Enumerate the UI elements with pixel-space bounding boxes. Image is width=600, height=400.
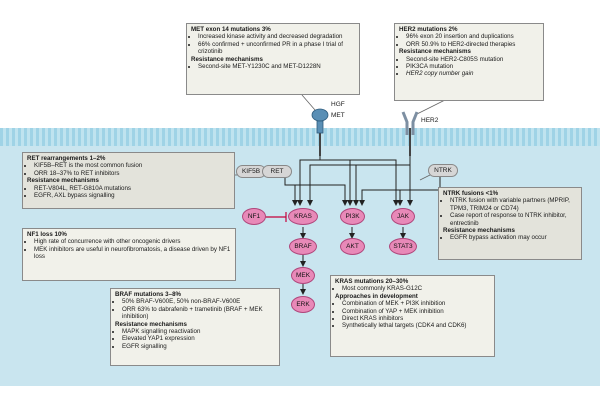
kras-dev-title: Approaches in development	[335, 292, 418, 300]
kras-item: Most commonly KRAS-G12C	[342, 285, 490, 292]
met-resist-item: Second-site MET-Y1230C and MET-D1228N	[198, 63, 355, 70]
nf1-item: MEK inhibitors are useful in neurofibrom…	[34, 246, 231, 261]
ntrk-info-box: NTRK fusions <1% NTRK fusion with variab…	[438, 187, 582, 260]
her2-item: ORR 50.9% to HER2-directed therapies	[406, 41, 539, 48]
met-title: MET exon 14 mutations 3%	[191, 26, 271, 33]
braf-info-box: BRAF mutations 3–8% 50% BRAF-V600E, 50% …	[110, 288, 280, 366]
braf-resist-item: EGFR signalling	[122, 343, 275, 350]
met-label: MET	[331, 112, 345, 119]
ret-item: KIF5B–RET is the most common fusion	[34, 162, 230, 169]
met-to-jak	[320, 159, 399, 206]
her2-resist-item: HER2 copy number gain	[406, 70, 539, 77]
kras-dev-item: Direct KRAS inhibitors	[342, 315, 490, 322]
met-receptor-icon	[311, 108, 329, 134]
kras-dev-item: Synthetically lethal targets (CDK4 and C…	[342, 322, 490, 329]
her2-resist-title: Resistance mechanisms	[399, 48, 471, 56]
braf-item: ORR 63% to dabrafenib + trametinib (BRAF…	[122, 306, 275, 321]
ntrk-resist-item: EGFR bypass activation may occur	[450, 234, 577, 241]
pi3k-node: PI3K	[340, 208, 365, 225]
her2-resist-item: PIK3CA mutation	[406, 63, 539, 70]
ntrk-node: NTRK	[428, 164, 458, 177]
ntrk-callout-line	[419, 174, 431, 181]
her2-to-pi3k	[353, 164, 410, 206]
braf-resist-item: Elevated YAP1 expression	[122, 335, 275, 342]
met-info-box: MET exon 14 mutations 3% Increased kinas…	[186, 23, 360, 95]
kras-dev-item: Combination of YAP + MEK inhibition	[342, 308, 490, 315]
ntrk-to-pi3k	[359, 189, 440, 206]
braf-node: BRAF	[289, 238, 317, 255]
ret-node: RET	[262, 165, 292, 178]
kras-info-box: KRAS mutations 20–30% Most commonly KRAS…	[330, 275, 495, 357]
ret-resist-item: EGFR, AXL bypass signalling	[34, 192, 230, 199]
ntrk-title: NTRK fusions <1%	[443, 190, 499, 197]
ret-title: RET rearrangements 1–2%	[27, 155, 106, 162]
her2-title: HER2 mutations 2%	[399, 26, 458, 33]
nf1-info-box: NF1 loss 10% High rate of concurrence wi…	[22, 228, 236, 281]
hgf-label: HGF	[331, 101, 345, 108]
jak-node: JAK	[391, 208, 415, 225]
ntrk-resist-title: Resistance mechanisms	[443, 227, 515, 235]
ret-to-pi3k	[285, 184, 348, 206]
met-item: Increased kinase activity and decreased …	[198, 33, 355, 40]
nf1-item: High rate of concurrence with other onco…	[34, 238, 231, 245]
met-item: 66% confirmed + unconfirmed PR in a phas…	[198, 41, 355, 56]
her2-resist-item: Second-site HER2-C805S mutation	[406, 56, 539, 63]
met-callout-line	[301, 94, 316, 111]
ntrk-item: NTRK fusion with variable partners (MPRI…	[450, 197, 577, 212]
her2-item: 96% exon 20 insertion and duplications	[406, 33, 539, 40]
stat3-node: STAT3	[389, 238, 417, 255]
ret-resist-title: Resistance mechanisms	[27, 177, 99, 185]
nf1-title: NF1 loss 10%	[27, 231, 67, 238]
her2-receptor-icon	[401, 111, 419, 135]
ret-to-kras	[284, 177, 298, 206]
cell-membrane	[0, 128, 600, 146]
braf-item: 50% BRAF-V600E, 50% non-BRAF-V600E	[122, 298, 275, 305]
nf1-node: NF1	[242, 208, 266, 225]
met-resist-title: Resistance mechanisms	[191, 55, 263, 63]
her2-to-kras	[307, 156, 411, 206]
ret-info-box: RET rearrangements 1–2% KIF5B–RET is the…	[22, 152, 235, 209]
ntrk-item: Case report of response to NTRK inhibito…	[450, 212, 577, 227]
ret-resist-item: RET-V804L, RET-G810A mutations	[34, 185, 230, 192]
akt-node: AKT	[340, 238, 365, 255]
met-to-kras	[297, 156, 321, 206]
braf-resist-item: MAPK signalling reactivation	[122, 328, 275, 335]
mek-node: MEK	[291, 267, 315, 284]
erk-node: ERK	[291, 296, 315, 313]
kras-title: KRAS mutations 20–30%	[335, 278, 409, 285]
kras-node: KRAS	[288, 208, 318, 225]
kras-dev-item: Combination of MEK + PI3K inhibition	[342, 300, 490, 307]
her2-info-box: HER2 mutations 2% 96% exon 20 insertion …	[394, 23, 544, 101]
braf-resist-title: Resistance mechanisms	[115, 320, 187, 328]
her2-label: HER2	[421, 117, 439, 124]
braf-title: BRAF mutations 3–8%	[115, 291, 182, 298]
ret-item: ORR 18–37% to RET inhibitors	[34, 170, 230, 177]
